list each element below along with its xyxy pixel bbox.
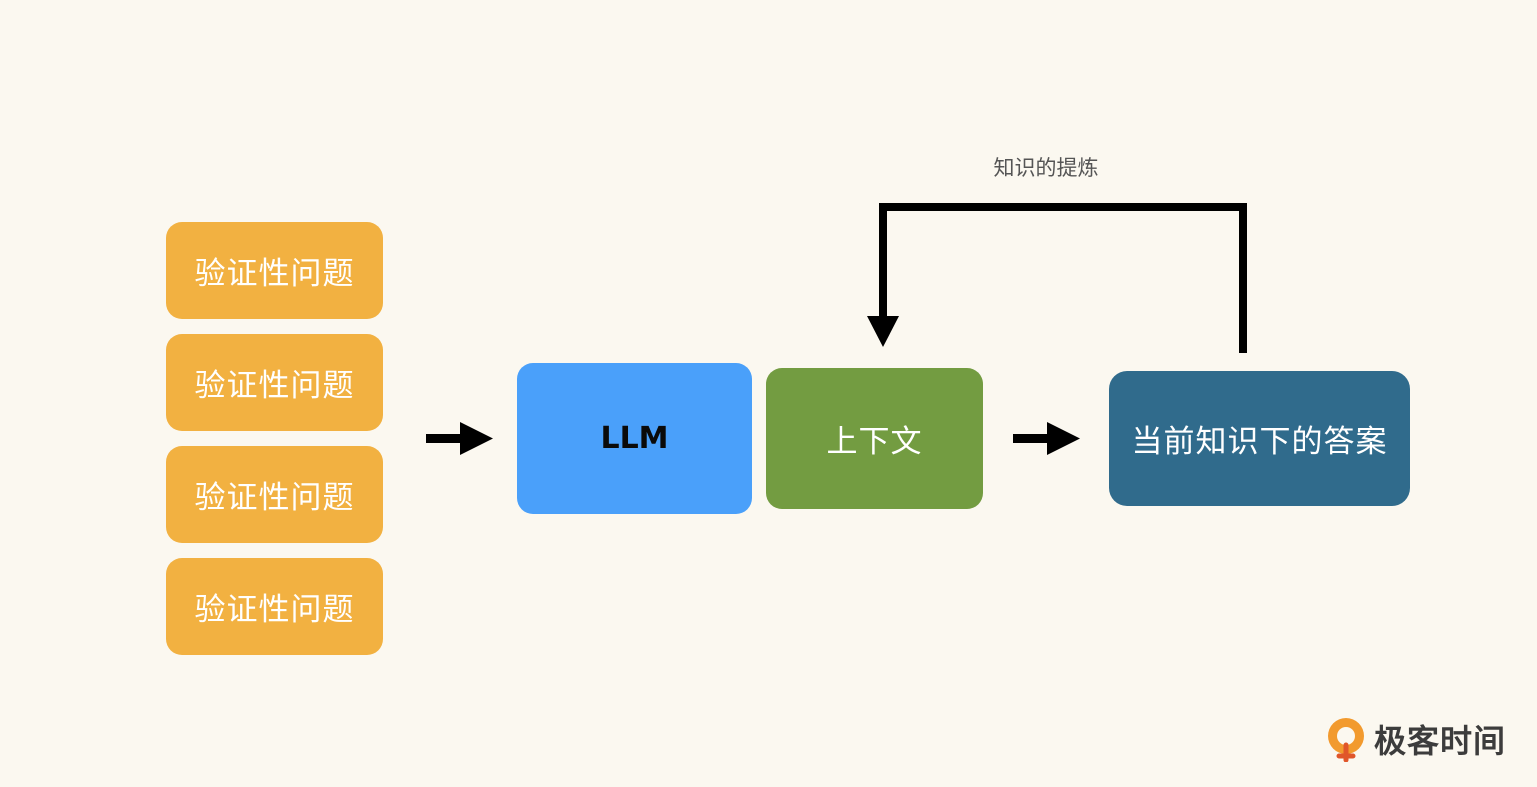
answer-label: 当前知识下的答案	[1131, 424, 1388, 460]
arrow-questions-to-llm	[426, 422, 493, 455]
geektime-logo-icon	[1328, 718, 1364, 762]
llm-label: LLM	[600, 421, 669, 456]
arrow-feedback-loop	[867, 203, 1247, 353]
context-box: 上下文	[766, 368, 983, 509]
llm-box: LLM	[517, 363, 752, 514]
question-box-4: 验证性问题	[166, 558, 383, 655]
question-box-1: 验证性问题	[166, 222, 383, 319]
logo-text: 极客时间	[1374, 722, 1507, 760]
question-label-4: 验证性问题	[194, 592, 355, 628]
question-box-3: 验证性问题	[166, 446, 383, 543]
question-label-2: 验证性问题	[194, 368, 355, 404]
question-label-3: 验证性问题	[194, 480, 355, 516]
answer-box: 当前知识下的答案	[1109, 371, 1410, 506]
geektime-logo: 极客时间	[1326, 714, 1506, 764]
question-box-2: 验证性问题	[166, 334, 383, 431]
arrow-context-to-answer	[1013, 422, 1080, 455]
question-label-1: 验证性问题	[194, 256, 355, 292]
feedback-label: 知识的提炼	[993, 156, 1099, 180]
context-label: 上下文	[826, 424, 923, 460]
